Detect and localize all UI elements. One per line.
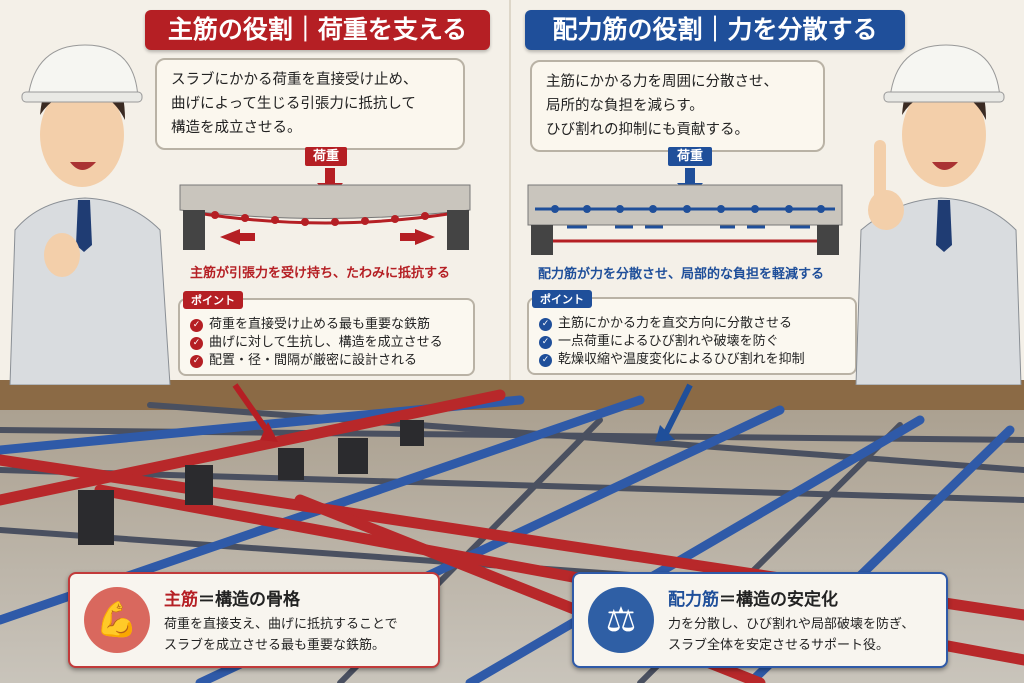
flexed-arm-icon: 💪 <box>84 587 150 653</box>
card-title: 配力筋＝構造の安定化 <box>668 589 838 610</box>
bubble-line: 構造を成立させる。 <box>171 120 302 136</box>
load-label: 荷重 <box>305 147 347 166</box>
bubble-line: ひび割れの抑制にも貢献する。 <box>546 122 749 138</box>
main-rebar-speech-bubble: スラブにかかる荷重を直接受け止め、 曲げによって生じる引張力に抵抗して 構造を成… <box>155 58 465 150</box>
worker-character-right <box>855 44 1022 385</box>
distribution-rebar-summary-card: ⚖ 配力筋＝構造の安定化 力を分散し、ひび割れや局部破壊を防ぎ、 スラブ全体を安… <box>572 572 948 668</box>
check-icon: ✓ <box>539 317 552 331</box>
point-item: ✓乾燥収縮や温度変化によるひび割れを抑制 <box>539 351 845 369</box>
card-title: 主筋＝構造の骨格 <box>164 589 300 610</box>
check-icon: ✓ <box>190 354 203 368</box>
bubble-line: 曲げによって生じる引張力に抵抗して <box>171 96 416 112</box>
point-tag: ポイント <box>183 291 243 309</box>
distribution-rebar-speech-bubble: 主筋にかかる力を周囲に分散させ、 局所的な負担を減らす。 ひび割れの抑制にも貢献… <box>530 60 825 152</box>
point-item: ✓配置・径・間隔が厳密に設計される <box>190 352 463 370</box>
check-icon: ✓ <box>190 336 203 350</box>
check-icon: ✓ <box>190 318 203 332</box>
main-rebar-points: ✓荷重を直接受け止める最も重要な鉄筋 ✓曲げに対して生抗し、構造を成立させる ✓… <box>178 298 475 376</box>
distribution-rebar-caption: 配力筋が力を分散させ、局部的な負担を軽減する <box>538 267 825 282</box>
card-text: スラブを成立させる最も重要な鉄筋。 <box>164 637 386 653</box>
distribution-rebar-beam-diagram <box>527 168 843 255</box>
main-rebar-caption: 主筋が引張力を受け持ち、たわみに抵抗する <box>190 266 451 281</box>
divider <box>509 0 511 380</box>
point-item: ✓主筋にかかる力を直交方向に分散させる <box>539 315 845 333</box>
tension-arrow-left-icon <box>220 229 255 245</box>
card-text: 力を分散し、ひび割れや局部破壊を防ぎ、 <box>668 616 915 632</box>
distribution-rebar-title: 配力筋の役割｜力を分散する <box>525 10 905 50</box>
bubble-line: 主筋にかかる力を周囲に分散させ、 <box>546 74 778 90</box>
tension-arrow-right-icon <box>400 229 435 245</box>
main-rebar-beam-diagram <box>179 168 471 250</box>
check-icon: ✓ <box>539 335 552 349</box>
bubble-line: スラブにかかる荷重を直接受け止め、 <box>171 72 418 88</box>
card-text: 荷重を直接支え、曲げに抵抗することで <box>164 616 398 632</box>
point-item: ✓曲げに対して生抗し、構造を成立させる <box>190 334 463 352</box>
distribution-rebar-points: ✓主筋にかかる力を直交方向に分散させる ✓一点荷重によるひび割れや破壊を防ぐ ✓… <box>527 297 857 375</box>
load-label: 荷重 <box>668 147 712 166</box>
bubble-line: 局所的な負担を減らす。 <box>546 98 704 114</box>
balance-scale-icon: ⚖ <box>588 587 654 653</box>
point-item: ✓一点荷重によるひび割れや破壊を防ぐ <box>539 333 845 351</box>
point-tag: ポイント <box>532 290 592 308</box>
main-rebar-title: 主筋の役割｜荷重を支える <box>145 10 490 50</box>
worker-character-left <box>9 44 171 385</box>
check-icon: ✓ <box>539 353 552 367</box>
main-rebar-summary-card: 💪 主筋＝構造の骨格 荷重を直接支え、曲げに抵抗することで スラブを成立させる最… <box>68 572 440 668</box>
card-text: スラブ全体を安定させるサポート役。 <box>668 637 890 653</box>
point-item: ✓荷重を直接受け止める最も重要な鉄筋 <box>190 316 463 334</box>
